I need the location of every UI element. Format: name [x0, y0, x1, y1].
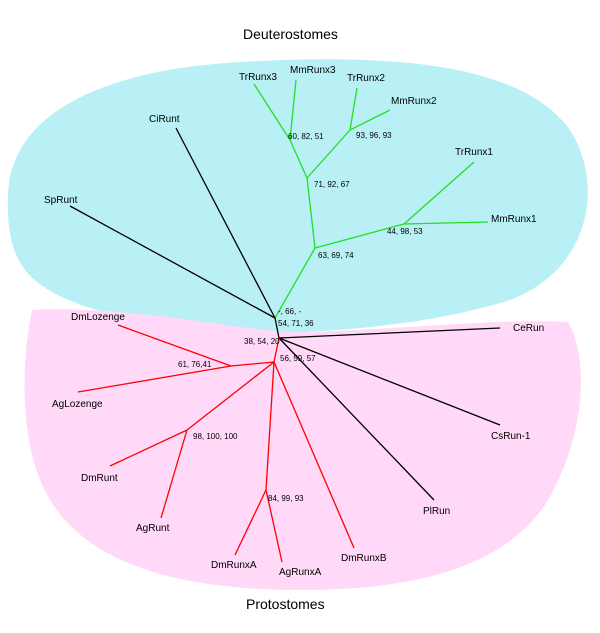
support-arthropod: 56, 59, 57: [280, 354, 316, 363]
branch: [289, 139, 308, 179]
leaf-trrunx3: TrRunx3: [239, 72, 277, 83]
branch: [175, 127, 276, 319]
branch: [109, 429, 188, 467]
leaf-mmrunx1: MmRunx1: [491, 214, 537, 225]
branch: [77, 365, 232, 393]
branch: [117, 324, 232, 367]
branch: [265, 489, 283, 563]
leaf-mmrunx3: MmRunx3: [290, 65, 336, 76]
branch: [403, 221, 489, 225]
arthropod-branches: [77, 324, 355, 563]
branch: [278, 327, 501, 339]
branch: [403, 161, 475, 225]
leaf-mmrunx2: MmRunx2: [391, 96, 437, 107]
branch: [274, 247, 316, 319]
leaf-sprunt: SpRunt: [44, 195, 78, 206]
branch: [306, 177, 316, 249]
branch: [69, 205, 276, 319]
leaf-dmrunxa: DmRunxA: [211, 560, 257, 571]
leaf-plrun: PlRun: [423, 506, 450, 517]
branch: [265, 361, 275, 491]
deuterostomes-label: Deuterostomes: [243, 26, 338, 42]
leaf-trrunx1: TrRunx1: [455, 147, 493, 158]
support-runx23: 71, 92, 67: [314, 180, 350, 189]
support-lozenge: 61, 76,41: [178, 360, 212, 369]
branch: [349, 87, 358, 131]
deuterostome-region: [7, 59, 588, 333]
branch: [230, 361, 275, 367]
other-branches: [69, 127, 501, 501]
support-runx1: 44, 98, 53: [387, 227, 423, 236]
branch: [274, 317, 280, 339]
leaf-dmrunxb: DmRunxB: [341, 553, 387, 564]
branch: [253, 83, 291, 141]
support-runxa: 84, 99, 93: [268, 494, 304, 503]
leaf-csrun1: CsRun-1: [491, 431, 531, 442]
branch: [160, 429, 188, 519]
leaf-cerun: CeRun: [513, 323, 544, 334]
leaf-aglozenge: AgLozenge: [52, 399, 103, 410]
branch: [314, 223, 405, 249]
branch: [273, 337, 280, 363]
support-runx2: 93, 96, 93: [356, 131, 392, 140]
branch: [186, 361, 275, 431]
branch: [306, 129, 351, 179]
branch: [349, 109, 391, 131]
support-center: 38, 54, 20: [244, 337, 280, 346]
branch: [234, 489, 267, 556]
leaf-dmlozenge: DmLozenge: [71, 312, 125, 323]
leaf-agrunt: AgRunt: [136, 523, 170, 534]
branch: [278, 337, 435, 501]
branch: [273, 361, 355, 549]
branch: [278, 337, 501, 426]
leaf-dmrunt: DmRunt: [81, 473, 118, 484]
leaf-agrunxa: AgRunxA: [279, 567, 322, 578]
leaf-cirunt: CiRunt: [149, 114, 180, 125]
branch: [289, 79, 297, 141]
support-deuterostome-a: -, 66, -: [278, 307, 301, 316]
support-vertebrate: 63, 69, 74: [318, 251, 354, 260]
protostome-region: [24, 309, 581, 590]
support-runx3: 60, 82, 51: [288, 132, 324, 141]
support-runt: 98, 100, 100: [193, 432, 238, 441]
leaf-trrunx2: TrRunx2: [347, 73, 385, 84]
vertebrate-branches: [253, 79, 489, 319]
support-deuterostome-b: 54, 71, 36: [278, 319, 314, 328]
protostomes-label: Protostomes: [246, 596, 325, 612]
